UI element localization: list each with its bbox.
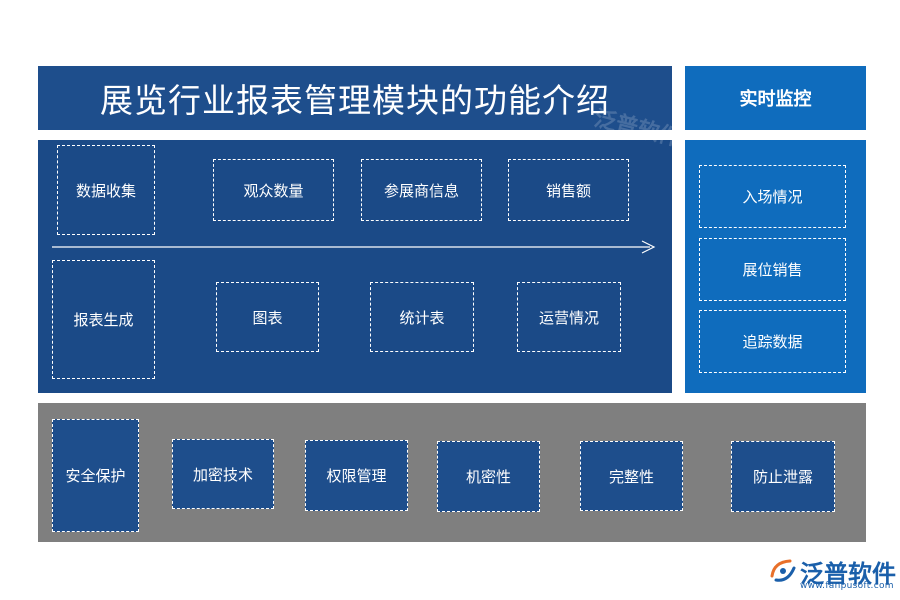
main-panel bbox=[38, 140, 672, 393]
fanpu-logo-icon bbox=[770, 559, 796, 582]
security-item: 防止泄露 bbox=[731, 441, 835, 512]
security-box: 安全保护 bbox=[52, 419, 139, 532]
data-collection-item: 销售额 bbox=[508, 159, 629, 221]
realtime-item: 追踪数据 bbox=[699, 310, 846, 373]
report-generation-box: 报表生成 bbox=[52, 260, 155, 379]
realtime-item: 入场情况 bbox=[699, 165, 846, 228]
report-generation-item: 图表 bbox=[216, 282, 319, 352]
data-collection-item: 参展商信息 bbox=[361, 159, 482, 221]
logo-name: 泛普软件 bbox=[800, 560, 896, 588]
data-collection-box: 数据收集 bbox=[57, 145, 155, 235]
logo-url: www.fanpusoft.com bbox=[800, 581, 894, 591]
security-item: 加密技术 bbox=[172, 439, 274, 509]
security-item: 机密性 bbox=[437, 441, 540, 512]
security-item: 权限管理 bbox=[305, 440, 408, 511]
realtime-header: 实时监控 bbox=[685, 66, 866, 130]
report-generation-item: 运营情况 bbox=[517, 282, 621, 352]
title-bar: 展览行业报表管理模块的功能介绍 bbox=[38, 66, 672, 130]
flow-arrow bbox=[52, 240, 656, 254]
realtime-item: 展位销售 bbox=[699, 238, 846, 301]
diagram-title: 展览行业报表管理模块的功能介绍 bbox=[100, 81, 610, 120]
data-collection-item: 观众数量 bbox=[213, 159, 334, 221]
security-item: 完整性 bbox=[580, 441, 683, 511]
realtime-panel bbox=[685, 140, 866, 393]
report-generation-item: 统计表 bbox=[370, 282, 474, 352]
